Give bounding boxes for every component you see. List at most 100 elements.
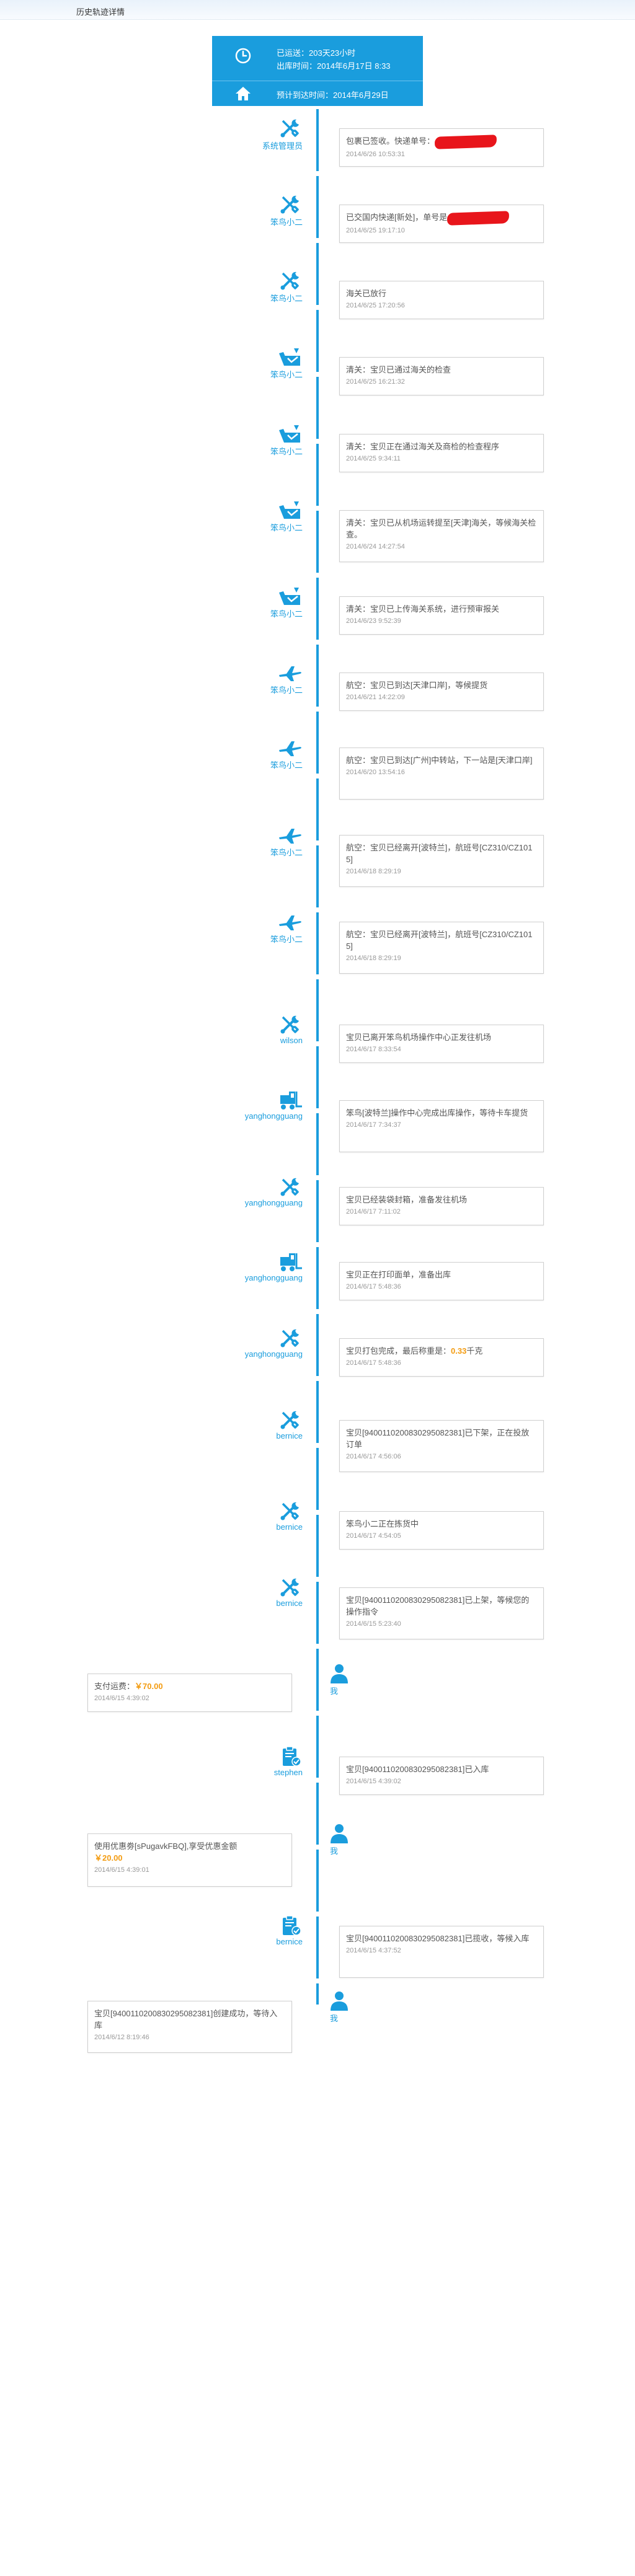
event-text: 清关：宝贝已从机场运转提至[天津]海关，等候海关检查。 — [346, 518, 536, 539]
event-text: 清关：宝贝已上传海关系统，进行预审报关 — [346, 604, 500, 614]
event-description: 航空：宝贝已到达[广州]中转站，下一站是[天津口岸] — [346, 754, 537, 766]
event-timestamp: 2014/6/15 4:39:02 — [346, 1778, 401, 1785]
customs-icon — [278, 346, 303, 368]
event-amount: ￥70.00 — [135, 1682, 163, 1691]
event-description: 宝贝[9400110200830295082381]创建成功，等待入库 — [94, 2008, 285, 2031]
wrench-icon — [278, 270, 303, 292]
event-actor: 笨鸟小二 — [270, 686, 303, 695]
event-card: 笨鸟小二正在拣货中 2014/6/17 4:54:05 — [339, 1511, 544, 1550]
event-card: 航空：宝贝已经离开[波特兰]，航班号[CZ310/CZ1015] 2014/6/1… — [339, 922, 544, 974]
event-card: 已交国内快递[新处]，单号是 2014/6/25 19:17:10 — [339, 205, 544, 243]
event-description: 清关：宝贝正在通过海关及商检的检查程序 — [346, 441, 537, 452]
event-text: 包裹已签收。快递单号： — [346, 136, 435, 146]
event-description: 清关：宝贝已从机场运转提至[天津]海关，等候海关检查。 — [346, 517, 537, 540]
redaction-mark — [446, 210, 510, 226]
wrench-icon — [278, 1327, 303, 1349]
event-text: 清关：宝贝已通过海关的检查 — [346, 365, 451, 374]
event-actor: yanghongguang — [244, 1111, 303, 1121]
event-timestamp: 2014/6/17 4:56:06 — [346, 1453, 401, 1460]
event-text: 宝贝正在打印面单，准备出库 — [346, 1270, 451, 1279]
event-text: 宝贝[9400110200830295082381]已上架，等候您的操作指令 — [346, 1595, 530, 1617]
event-timestamp: 2014/6/20 13:54:16 — [346, 769, 405, 776]
event-actor: 笨鸟小二 — [270, 761, 303, 770]
event-amount: 0.33 — [451, 1346, 467, 1356]
event-actor: stephen — [273, 1768, 303, 1777]
event-description: 宝贝正在打印面单，准备出库 — [346, 1269, 537, 1281]
event-timestamp: 2014/6/17 4:54:05 — [346, 1532, 401, 1540]
event-text: 宝贝打包完成，最后称重是： — [346, 1346, 451, 1356]
event-description: 清关：宝贝已通过海关的检查 — [346, 364, 537, 376]
timeline-line — [316, 109, 319, 2005]
event-timestamp: 2014/6/15 4:39:01 — [94, 1866, 149, 1874]
user-icon — [327, 1990, 352, 2012]
event-text: 笨鸟小二正在拣货中 — [346, 1519, 419, 1528]
event-actor: 我 — [330, 1846, 339, 1856]
forklift-icon — [278, 1089, 303, 1111]
summary-status-row: 已运送：203天23小时 出库时间：2014年6月17日 8:33 — [212, 36, 423, 81]
event-text: 已交国内快递[新处]，单号是 — [346, 213, 448, 222]
event-text: 宝贝已经装袋封箱，准备发往机场 — [346, 1195, 468, 1204]
event-card: 清关：宝贝已从机场运转提至[天津]海关，等候海关检查。2014/6/24 14:… — [339, 510, 544, 562]
event-text: 海关已放行 — [346, 289, 387, 298]
event-timestamp: 2014/6/17 8:33:54 — [346, 1046, 401, 1053]
event-timestamp: 2014/6/23 9:52:39 — [346, 617, 401, 625]
event-description: 航空：宝贝已到达[天津口岸]，等候提货 — [346, 679, 537, 691]
event-description: 已交国内快递[新处]，单号是 — [346, 210, 537, 226]
event-description: 宝贝[9400110200830295082381]已下架，正在投放订单 — [346, 1427, 537, 1450]
airplane-icon — [278, 661, 303, 684]
event-description: 航空：宝贝已经离开[波特兰]，航班号[CZ310/CZ1015] — [346, 842, 537, 865]
event-description: 宝贝[9400110200830295082381]已上架，等候您的操作指令 — [346, 1594, 537, 1618]
event-text: 航空：宝贝已经离开[波特兰]，航班号[CZ310/CZ1015] — [346, 930, 533, 951]
event-timestamp: 2014/6/17 5:48:36 — [346, 1359, 401, 1367]
event-actor: 笨鸟小二 — [270, 294, 303, 303]
event-actor: 笨鸟小二 — [270, 935, 303, 944]
wrench-icon — [278, 1576, 303, 1599]
wrench-icon — [278, 117, 303, 139]
event-description: 笨鸟小二正在拣货中 — [346, 1518, 537, 1530]
customs-icon — [278, 499, 303, 521]
event-timestamp: 2014/6/18 8:29:19 — [346, 955, 401, 962]
event-text: 航空：宝贝已经离开[波特兰]，航班号[CZ310/CZ1015] — [346, 843, 533, 864]
event-card: 清关：宝贝已上传海关系统，进行预审报关 2014/6/23 9:52:39 — [339, 596, 544, 635]
user-icon — [327, 1662, 352, 1685]
clipboard-check-icon — [278, 1745, 303, 1768]
event-card: 航空：宝贝已到达[广州]中转站，下一站是[天津口岸] 2014/6/20 13:5… — [339, 748, 544, 800]
event-text: 航空：宝贝已到达[广州]中转站，下一站是[天津口岸] — [346, 756, 533, 765]
event-actor: 笨鸟小二 — [270, 218, 303, 227]
event-timestamp: 2014/6/25 19:17:10 — [346, 226, 405, 234]
event-text: 宝贝[9400110200830295082381]创建成功，等待入库 — [94, 2009, 278, 2030]
event-text: 笨鸟[波特兰]操作中心完成出库操作，等待卡车提货 — [346, 1108, 528, 1118]
event-description: 航空：宝贝已经离开[波特兰]，航班号[CZ310/CZ1015] — [346, 929, 537, 952]
event-text: 使用优惠劵[sPugavkFBQ],享受优惠金额 — [94, 1842, 238, 1851]
event-actor: 笨鸟小二 — [270, 523, 303, 532]
event-actor: 我 — [330, 1687, 339, 1696]
wrench-icon — [278, 1176, 303, 1198]
event-actor: 笨鸟小二 — [270, 848, 303, 857]
top-bar: 历史轨迹详情 — [0, 0, 635, 20]
event-card: 清关：宝贝已通过海关的检查 2014/6/25 16:21:32 — [339, 357, 544, 395]
event-description: 宝贝已离开笨鸟机场操作中心正发往机场 — [346, 1031, 537, 1043]
wrench-icon — [278, 193, 303, 216]
event-timestamp: 2014/6/25 16:21:32 — [346, 378, 405, 386]
event-card: 宝贝已离开笨鸟机场操作中心正发往机场 2014/6/17 8:33:54 — [339, 1025, 544, 1063]
event-timestamp: 2014/6/25 9:34:11 — [346, 455, 401, 462]
event-text: 清关：宝贝正在通过海关及商检的检查程序 — [346, 442, 500, 451]
event-actor: yanghongguang — [244, 1273, 303, 1282]
event-actor: bernice — [276, 1522, 303, 1532]
event-card: 宝贝[9400110200830295082381]已下架，正在投放订单 2014… — [339, 1420, 544, 1472]
user-icon — [327, 1822, 352, 1845]
event-timestamp: 2014/6/18 8:29:19 — [346, 868, 401, 875]
event-description: 宝贝打包完成，最后称重是：0.33千克 — [346, 1345, 537, 1357]
estimated-arrival: 预计到达时间：2014年6月29日 — [277, 90, 389, 100]
event-card: 航空：宝贝已经离开[波特兰]，航班号[CZ310/CZ1015] 2014/6/1… — [339, 835, 544, 887]
event-text: 宝贝已离开笨鸟机场操作中心正发往机场 — [346, 1033, 492, 1042]
